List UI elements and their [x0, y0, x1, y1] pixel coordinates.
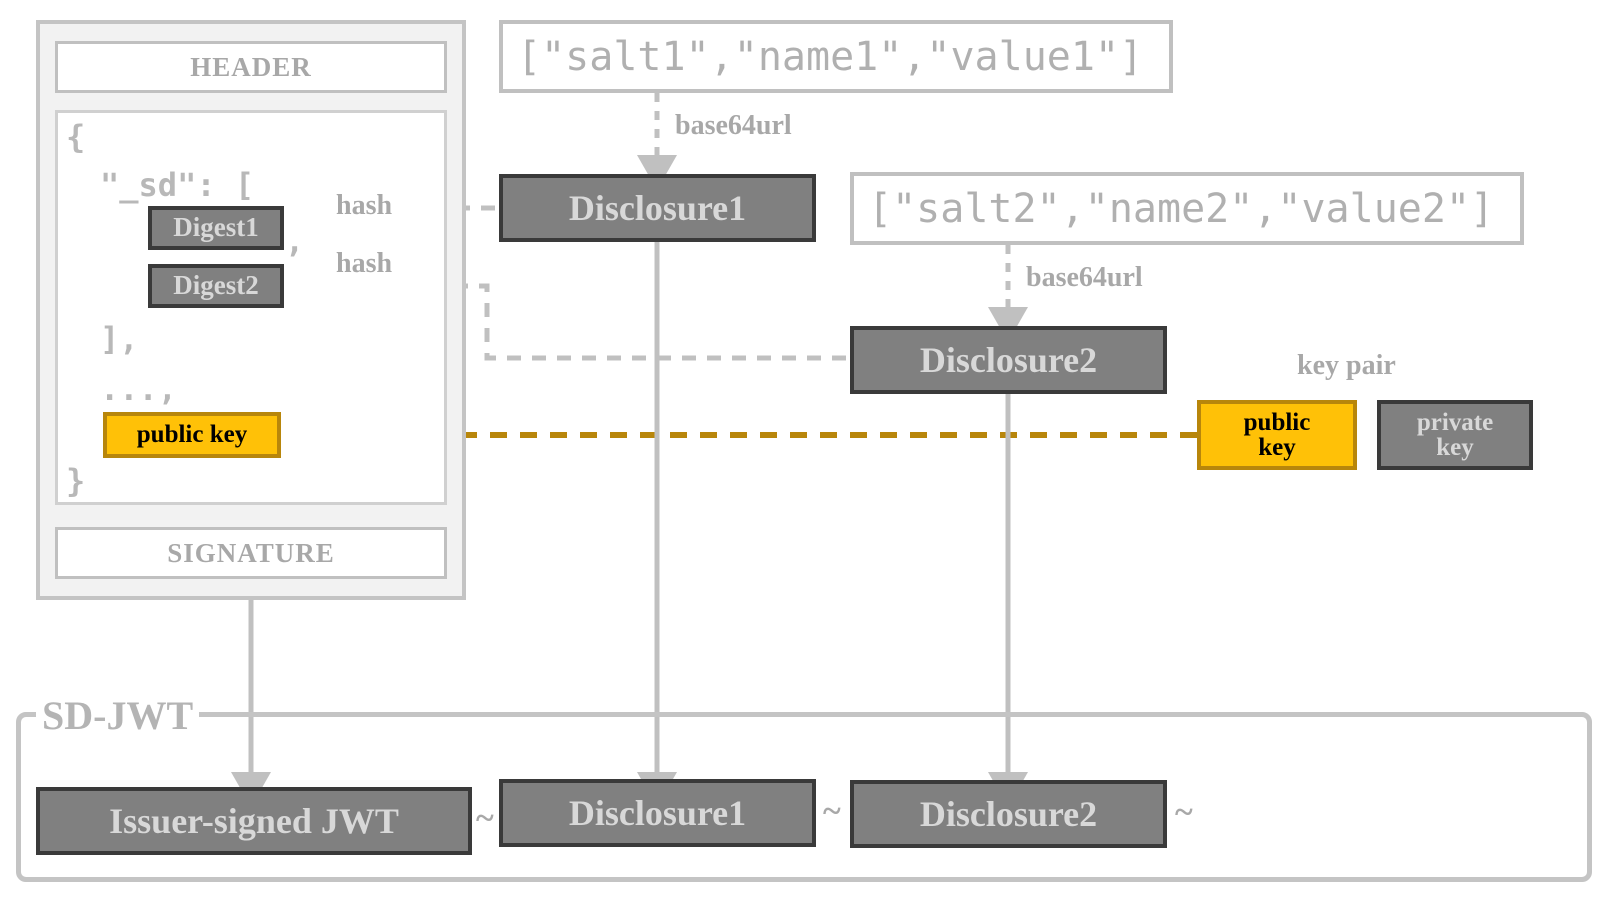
disclosure2-box: Disclosure2: [850, 326, 1167, 394]
payload-ellipsis: ...,: [100, 370, 178, 408]
payload-public-key-box: public key: [103, 412, 281, 458]
digest1-box: Digest1: [148, 206, 284, 250]
payload-comma-after-digest1: ,: [285, 222, 305, 260]
keypair-public-key-box: public key: [1197, 400, 1357, 470]
sdjwt-part-disclosure2-label: Disclosure2: [919, 793, 1098, 834]
jwt-signature-label: SIGNATURE: [167, 537, 335, 568]
base64url-label-1: base64url: [675, 110, 792, 141]
sdjwt-separator-3: ~: [1175, 794, 1193, 831]
payload-public-key-label: public key: [136, 421, 248, 449]
sdjwt-separator-1: ~: [476, 800, 494, 837]
keypair-private-key-box: private key: [1377, 400, 1533, 470]
sdjwt-part-issuer-signed-jwt-label: Issuer-signed JWT: [109, 800, 399, 841]
salt1-array-box: ["salt1","name1","value1"]: [499, 20, 1173, 93]
keypair-private-key-line1: private: [1416, 408, 1494, 436]
keypair-public-key-line1: public: [1243, 408, 1311, 436]
sdjwt-part-disclosure2: Disclosure2: [850, 780, 1167, 848]
sd-jwt-frame-title: SD-JWT: [36, 692, 200, 739]
jwt-header-label: HEADER: [190, 51, 312, 82]
salt2-array-text: ["salt2","name2","value2"]: [868, 185, 1495, 232]
payload-sd-key: "_sd": [: [100, 166, 255, 204]
payload-close-brace: }: [66, 462, 86, 500]
keypair-public-key-line2: key: [1258, 434, 1296, 461]
sdjwt-part-issuer-signed-jwt: Issuer-signed JWT: [36, 787, 472, 855]
disclosure2-label: Disclosure2: [919, 339, 1098, 380]
jwt-signature-box: SIGNATURE: [55, 527, 447, 579]
salt2-array-box: ["salt2","name2","value2"]: [850, 172, 1524, 245]
sdjwt-part-disclosure1: Disclosure1: [499, 779, 816, 847]
sdjwt-separator-2: ~: [823, 793, 841, 830]
salt1-array-text: ["salt1","name1","value1"]: [517, 33, 1144, 80]
base64url-label-2: base64url: [1026, 262, 1143, 293]
digest2-label: Digest2: [173, 270, 259, 301]
disclosure1-label: Disclosure1: [568, 187, 747, 228]
digest2-box: Digest2: [148, 264, 284, 308]
jwt-header-box: HEADER: [55, 41, 447, 93]
keypair-private-key-line2: key: [1436, 434, 1474, 461]
payload-open-brace: {: [66, 118, 86, 156]
hash-label-1: hash: [336, 190, 393, 221]
key-pair-title: key pair: [1297, 350, 1396, 381]
digest1-label: Digest1: [173, 212, 259, 243]
disclosure1-box: Disclosure1: [499, 174, 816, 242]
payload-close-bracket: ],: [100, 320, 139, 358]
hash-label-2: hash: [336, 248, 393, 279]
sdjwt-part-disclosure1-label: Disclosure1: [568, 792, 747, 833]
sd-jwt-frame: [16, 712, 1592, 882]
